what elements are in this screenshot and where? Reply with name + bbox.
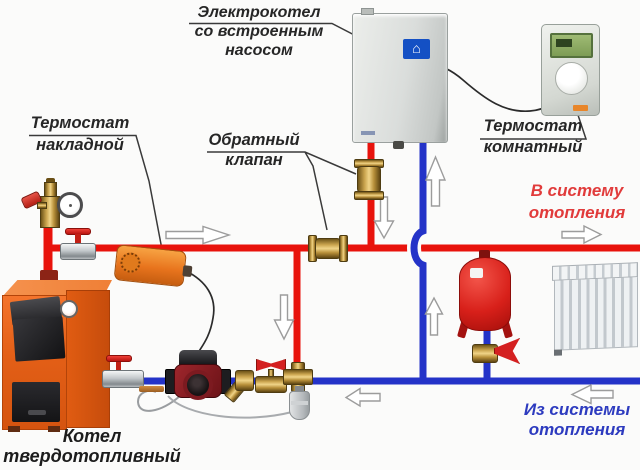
label-line: отопления <box>528 203 626 222</box>
y-strainer-filter <box>223 364 258 404</box>
label-room-thermostat: Термостат комнатный <box>477 116 589 158</box>
pump-face <box>183 370 213 400</box>
label-line: Термостат <box>483 117 583 135</box>
wire-canister-cable <box>167 395 293 419</box>
label-line: Термостат <box>30 114 130 132</box>
label-line: клапан <box>225 151 283 169</box>
check-valve-body <box>357 166 381 193</box>
boiler-foot <box>8 426 20 432</box>
valve-stem <box>116 362 121 371</box>
pump-volute <box>174 364 222 398</box>
boiler-outlet-stub <box>40 270 58 283</box>
pressure-gauge-icon <box>57 192 83 218</box>
boiler-temperature-gauge-icon <box>60 300 78 318</box>
label-line: твердотопливный <box>3 446 181 466</box>
radiator-foot <box>554 349 562 356</box>
label-line: Обратный <box>208 131 300 149</box>
label-line: комнатный <box>483 138 583 156</box>
boiler-ash-door <box>12 382 60 422</box>
label-line: отопления <box>528 420 626 439</box>
label-solid-fuel-boiler: Котел твердотопливный <box>0 426 184 466</box>
electric-boiler-top-fitting <box>361 8 374 15</box>
arrow-left-from-system <box>570 383 614 405</box>
electric-boiler <box>352 8 448 149</box>
canister-body <box>289 391 310 420</box>
arrow-down-bypass <box>273 294 295 341</box>
makeup-canister <box>289 386 310 420</box>
valve-flange <box>354 191 384 200</box>
arrow-up-return-lower <box>424 296 444 336</box>
expansion-tank-valve <box>470 338 522 366</box>
tank-label <box>470 268 483 278</box>
circulation-pump <box>165 348 231 400</box>
pipe-sensor-strip <box>139 386 164 392</box>
pointer-check-valve-2 <box>304 151 328 231</box>
valve-flange <box>339 235 348 262</box>
arrow-down-electric-supply <box>373 196 395 240</box>
cross-fitting <box>283 362 313 392</box>
tank-air-nipple <box>479 250 490 259</box>
air-vent-cap <box>46 178 55 184</box>
label-line: Котел <box>62 426 122 446</box>
valve-body <box>102 370 144 388</box>
boiler-foot <box>48 426 60 432</box>
solid-fuel-boiler <box>2 270 114 432</box>
expansion-tank <box>457 250 513 342</box>
arrow-right-to-system <box>561 224 603 245</box>
cross-fitting-horizontal-arm <box>283 369 313 385</box>
surface-thermostat-cable-gland <box>182 265 193 278</box>
label-surface-thermostat: Термостат накладной <box>22 112 138 156</box>
check-valve-vertical <box>349 157 389 201</box>
boiler-safety-group <box>20 178 86 248</box>
valve-body <box>60 243 96 260</box>
arrow-up-return-upper <box>424 155 447 207</box>
tank-body <box>459 257 511 331</box>
canister-neck <box>295 386 304 392</box>
canister-band <box>291 401 308 405</box>
check-valve-body <box>315 238 341 259</box>
supply-ball-valve <box>60 228 96 261</box>
label-line: насосом <box>225 42 293 59</box>
radiator-sections <box>554 277 638 351</box>
thermostat-display <box>550 33 593 58</box>
label-electric-boiler: Электрокотел со встроенным насосом <box>183 3 335 60</box>
label-to-system: В систему отопления <box>518 180 636 224</box>
wire-surface-thermostat-to-pump <box>185 270 215 354</box>
label-line: со встроенным <box>194 23 324 40</box>
label-check-valve: Обратный клапан <box>199 130 309 170</box>
electric-boiler-bottom-fitting <box>393 141 404 149</box>
valve-stem <box>75 234 81 244</box>
gauge-stem <box>37 202 47 209</box>
boiler-door-handle <box>28 410 46 415</box>
surface-thermostat-device <box>113 244 193 292</box>
boiler-upper-door <box>12 316 66 362</box>
flow-arrows <box>165 155 614 408</box>
check-valve-horizontal <box>306 228 350 268</box>
arrow-left-return-mid <box>344 387 381 408</box>
label-line: В систему <box>530 181 624 200</box>
pipe-electric-boiler-return-riser <box>410 140 427 381</box>
room-thermostat <box>541 24 600 116</box>
label-line: Электрокотел <box>197 4 321 21</box>
thermostat-dial <box>555 62 588 95</box>
pointer-surface-thermostat <box>29 134 165 261</box>
electric-boiler-logo-icon <box>403 39 430 59</box>
electric-boiler-sticker <box>361 131 375 135</box>
thermostat-sticker <box>573 105 588 111</box>
label-from-system: Из системы отопления <box>516 400 638 440</box>
valve-handle <box>106 355 132 362</box>
arrow-right-supply <box>165 225 232 245</box>
radiator <box>552 262 638 356</box>
return-ball-valve-right <box>254 357 288 395</box>
label-line: накладной <box>36 136 124 154</box>
strainer-body <box>235 370 254 391</box>
return-ball-valve-left <box>102 354 144 390</box>
label-line: Из системы <box>523 400 631 419</box>
